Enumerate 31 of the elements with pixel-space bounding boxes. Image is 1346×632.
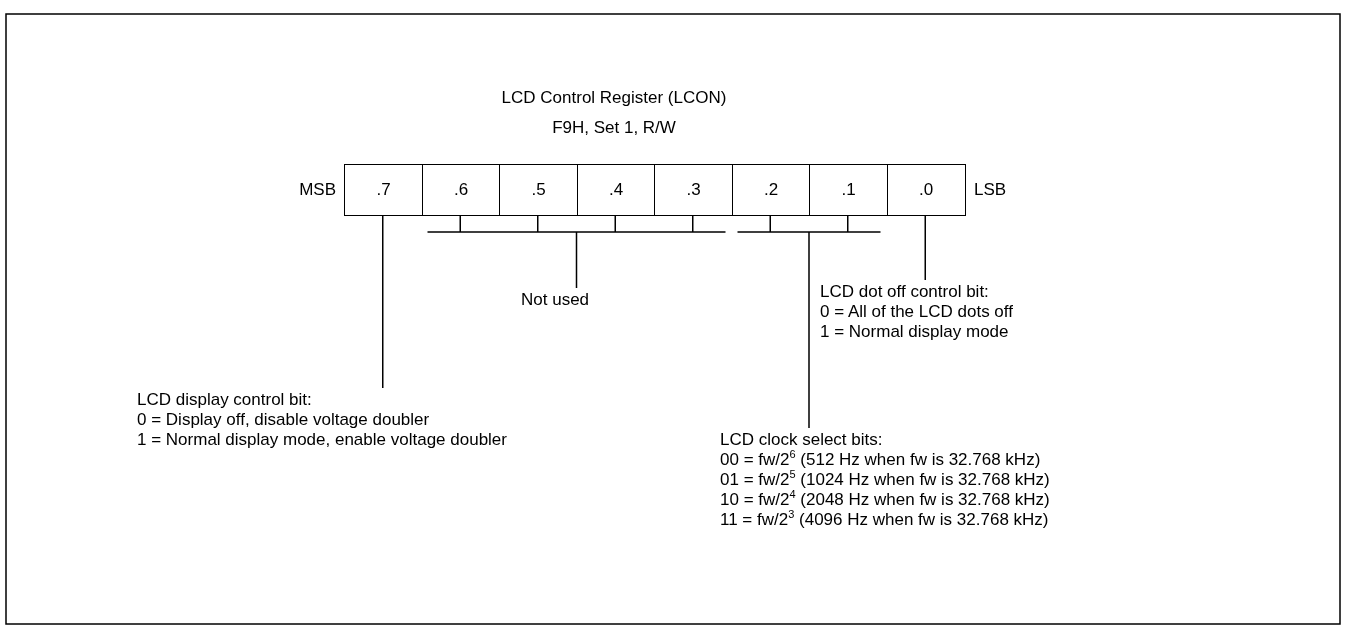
register-address: F9H, Set 1, R/W [552, 118, 676, 137]
bit-description-heading: LCD dot off control bit: [820, 282, 989, 302]
bit-value-description: 0 = All of the LCD dots off [820, 302, 1013, 322]
register-bit-cell: .1 [809, 164, 888, 216]
leader-line [692, 215, 694, 233]
bit-value-description: 10 = fw/2$^{4}$ (2048 Hz when fw is 32.768 kHz) [720, 490, 1050, 510]
register-bit-cell: .0 [886, 164, 966, 216]
register-bit-cell: .3 [654, 164, 733, 216]
bit-value-description: 1 = Normal display mode, enable voltage doubler [137, 430, 507, 450]
register-bit-cell: .2 [731, 164, 811, 216]
bit-value-description: 00 = fw/2$^{6}$ (512 Hz when fw is 32.768 kHz) [720, 450, 1041, 470]
leader-line [537, 215, 539, 233]
bit-value-description: 01 = fw/2$^{5}$ (1024 Hz when fw is 32.768 kHz) [720, 470, 1050, 490]
lsb-label: LSB [974, 180, 1007, 199]
bracket-leader-line [736, 231, 882, 429]
bit-value-description: 0 = Display off, disable voltage doubler [137, 410, 430, 430]
register-bit-cell: .4 [576, 164, 656, 216]
bracket-leader-line [426, 231, 727, 289]
register-bit-cell: .6 [421, 164, 501, 216]
msb-label: MSB [299, 180, 336, 199]
leader-line [382, 215, 384, 389]
leader-line [924, 215, 926, 281]
field-note: Not used [521, 290, 590, 310]
bit-description-heading: LCD clock select bits: [720, 430, 883, 450]
bit-value-description: 1 = Normal display mode [820, 322, 1009, 342]
register-bit-cell: .5 [499, 164, 578, 216]
leader-line [847, 215, 849, 233]
register-title: LCD Control Register (LCON) [501, 88, 727, 107]
register-bit-cell: .7 [344, 164, 423, 216]
bit-value-description: 11 = fw/2$^{3}$ (4096 Hz when fw is 32.768 kHz) [720, 510, 1049, 530]
bit-description-heading: LCD display control bit: [137, 390, 312, 410]
